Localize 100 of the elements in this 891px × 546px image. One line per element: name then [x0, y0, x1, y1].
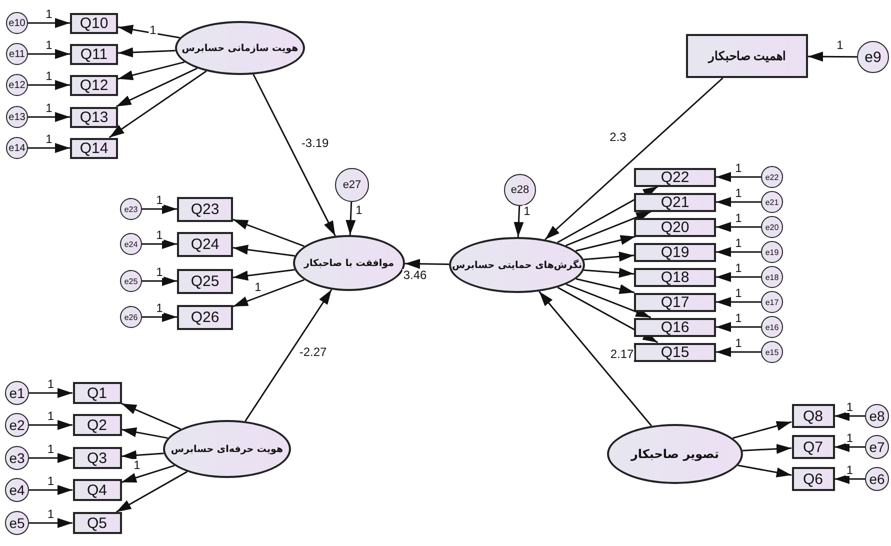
observed-box: Q23	[177, 196, 233, 222]
error-circle: e26	[120, 306, 142, 328]
observed-box: Q25	[177, 268, 233, 294]
edge-label: 1	[46, 508, 56, 520]
arrow	[716, 247, 761, 257]
arrow	[29, 388, 72, 398]
arrow	[538, 291, 652, 426]
observed-box: Q2	[72, 414, 122, 436]
arrow	[732, 421, 792, 439]
edge-label: 1	[46, 443, 56, 455]
observed-box: Q14	[70, 138, 118, 158]
edge-label: 2.3	[608, 131, 628, 143]
arrow	[118, 47, 176, 58]
arrow	[716, 197, 761, 207]
observed-box: Q1	[72, 382, 122, 404]
arrow	[244, 289, 332, 422]
edge-label: -3.19	[300, 137, 330, 149]
arrow	[557, 186, 658, 244]
arrow	[121, 464, 175, 483]
arrow	[834, 442, 865, 452]
observed-box: Q4	[72, 479, 122, 501]
arrow	[514, 206, 524, 238]
arrow	[118, 24, 180, 38]
edge-label: 1	[734, 187, 743, 199]
edge-label: 1	[44, 133, 54, 145]
edge-label: 3.46	[402, 269, 428, 281]
arrow	[544, 77, 724, 240]
latent-ellipse: نگرش‌های حمایتی حسابرس	[449, 237, 585, 293]
error-circle: e6	[865, 467, 889, 491]
arrow	[716, 272, 761, 282]
arrow	[29, 420, 72, 430]
arrow	[232, 218, 304, 247]
error-circle: e5	[5, 511, 29, 535]
edge-label: 1	[44, 70, 54, 82]
latent-ellipse: تصویر صاحبکار	[607, 424, 743, 484]
error-circle: e18	[761, 266, 783, 288]
arrow	[576, 278, 635, 294]
arrow	[142, 204, 177, 214]
error-circle: e11	[6, 43, 28, 65]
error-circle: e3	[5, 446, 29, 470]
edge-label: 2.17	[609, 348, 635, 360]
error-circle: e10	[6, 12, 28, 34]
edge-label: 1	[155, 266, 164, 278]
observed-box: اهمیت صاحبکار	[686, 34, 808, 78]
error-circle: e15	[761, 341, 783, 363]
arrow	[834, 474, 865, 484]
edge-label: 1	[354, 204, 364, 216]
arrow	[232, 244, 295, 257]
arrow	[116, 471, 188, 513]
arrow	[29, 453, 72, 463]
error-circle: e28	[504, 174, 536, 206]
observed-box: Q11	[70, 44, 118, 64]
edge-label: 1	[734, 287, 743, 299]
arrow	[742, 444, 792, 454]
error-circle: e14	[6, 137, 28, 159]
arrow	[118, 61, 185, 80]
observed-box: Q7	[792, 435, 834, 459]
edge-label: 1	[155, 194, 164, 206]
error-circle: e22	[761, 166, 783, 188]
edge-label: 1	[522, 205, 532, 217]
error-circle: e13	[6, 106, 28, 128]
observed-box: Q20	[634, 218, 716, 236]
arrow	[557, 286, 658, 344]
edge-label: 1	[845, 464, 854, 476]
edge-label: 1	[44, 102, 54, 114]
latent-ellipse: هویت حرفه‌ای حسابرس	[163, 420, 291, 478]
error-circle: e12	[6, 74, 28, 96]
arrow	[834, 411, 865, 421]
error-circle: e1	[5, 381, 29, 405]
arrow	[716, 347, 761, 357]
edge-label: 1	[845, 432, 854, 444]
observed-box: Q5	[72, 512, 122, 534]
edge-label: 1	[734, 212, 743, 224]
edge-label: 1	[44, 39, 54, 51]
arrow	[716, 297, 761, 307]
arrow	[738, 464, 792, 478]
observed-box: Q16	[634, 318, 716, 336]
arrow	[566, 284, 652, 318]
observed-box: Q6	[792, 467, 834, 491]
edge-label: 1	[734, 262, 743, 274]
edge-label: 1	[254, 281, 262, 293]
error-circle: e23	[120, 198, 142, 220]
arrow	[716, 322, 761, 332]
edge-label: 1	[845, 401, 854, 413]
edge-label: 1	[734, 312, 743, 324]
arrow	[576, 235, 636, 252]
arrow	[232, 279, 304, 308]
edge-label: 1	[148, 24, 158, 36]
arrow	[142, 312, 177, 322]
observed-box: Q18	[634, 268, 716, 286]
arrow	[566, 210, 652, 246]
error-circle: e2	[5, 413, 29, 437]
arrow	[28, 143, 70, 153]
edge-label: 1	[46, 410, 56, 422]
arrow	[716, 222, 761, 232]
observed-box: Q8	[792, 404, 834, 428]
observed-box: Q15	[634, 342, 716, 362]
error-circle: e4	[5, 478, 29, 502]
arrow	[584, 268, 634, 278]
arrow	[121, 450, 164, 460]
